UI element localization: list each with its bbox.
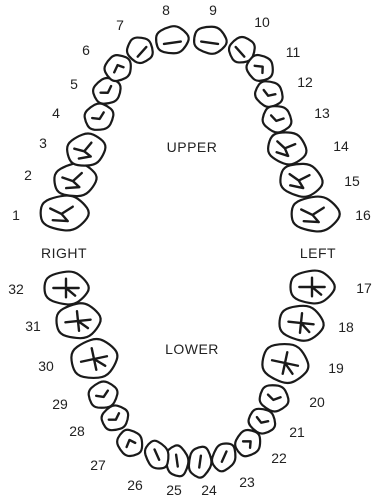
tooth-30 <box>68 335 121 383</box>
tooth-16 <box>292 197 340 232</box>
tooth-19 <box>259 339 312 387</box>
tooth-number-30: 30 <box>38 358 54 374</box>
left-label: LEFT <box>300 245 336 261</box>
tooth-number-6: 6 <box>82 42 90 58</box>
tooth-17 <box>291 271 335 304</box>
tooth-number-27: 27 <box>90 457 106 473</box>
tooth-number-14: 14 <box>333 138 349 154</box>
lower-label: LOWER <box>165 341 219 357</box>
tooth-outline <box>154 24 190 55</box>
tooth-number-9: 9 <box>209 2 217 18</box>
tooth-number-18: 18 <box>338 319 354 335</box>
tooth-31 <box>55 301 103 340</box>
tooth-groove <box>176 455 178 467</box>
tooth-24 <box>187 445 213 479</box>
tooth-15 <box>278 161 324 199</box>
tooth-number-10: 10 <box>254 14 270 30</box>
tooth-number-17: 17 <box>356 280 372 296</box>
tooth-groove <box>199 456 201 468</box>
tooth-number-22: 22 <box>271 450 287 466</box>
tooth-number-16: 16 <box>355 207 371 223</box>
tooth-number-25: 25 <box>166 482 182 498</box>
tooth-number-24: 24 <box>201 482 217 498</box>
tooth-number-2: 2 <box>24 167 32 183</box>
tooth-9 <box>192 24 228 55</box>
tooth-18 <box>278 303 326 342</box>
tooth-outline <box>81 100 117 134</box>
tooth-outline <box>192 24 228 55</box>
tooth-number-21: 21 <box>289 424 305 440</box>
tooth-1 <box>41 196 89 231</box>
tooth-number-31: 31 <box>25 318 41 334</box>
tooth-number-12: 12 <box>297 74 313 90</box>
tooth-number-1: 1 <box>12 207 20 223</box>
tooth-4 <box>81 100 117 134</box>
tooth-8 <box>154 24 190 55</box>
tooth-number-15: 15 <box>344 173 360 189</box>
tooth-number-20: 20 <box>309 394 325 410</box>
tooth-2 <box>52 161 98 199</box>
tooth-number-3: 3 <box>39 135 47 151</box>
tooth-14 <box>265 128 310 168</box>
tooth-number-26: 26 <box>127 477 143 493</box>
tooth-number-29: 29 <box>52 396 68 412</box>
tooth-number-5: 5 <box>70 76 78 92</box>
right-label: RIGHT <box>41 245 87 261</box>
tooth-number-32: 32 <box>8 281 24 297</box>
tooth-number-23: 23 <box>239 474 255 490</box>
upper-label: UPPER <box>167 139 218 155</box>
tooth-number-28: 28 <box>69 423 85 439</box>
tooth-number-8: 8 <box>162 2 170 18</box>
tooth-number-4: 4 <box>52 105 60 121</box>
tooth-number-19: 19 <box>328 360 344 376</box>
tooth-32 <box>45 272 89 305</box>
tooth-number-11: 11 <box>286 44 301 60</box>
tooth-number-7: 7 <box>116 17 124 33</box>
tooth-number-13: 13 <box>314 105 330 121</box>
